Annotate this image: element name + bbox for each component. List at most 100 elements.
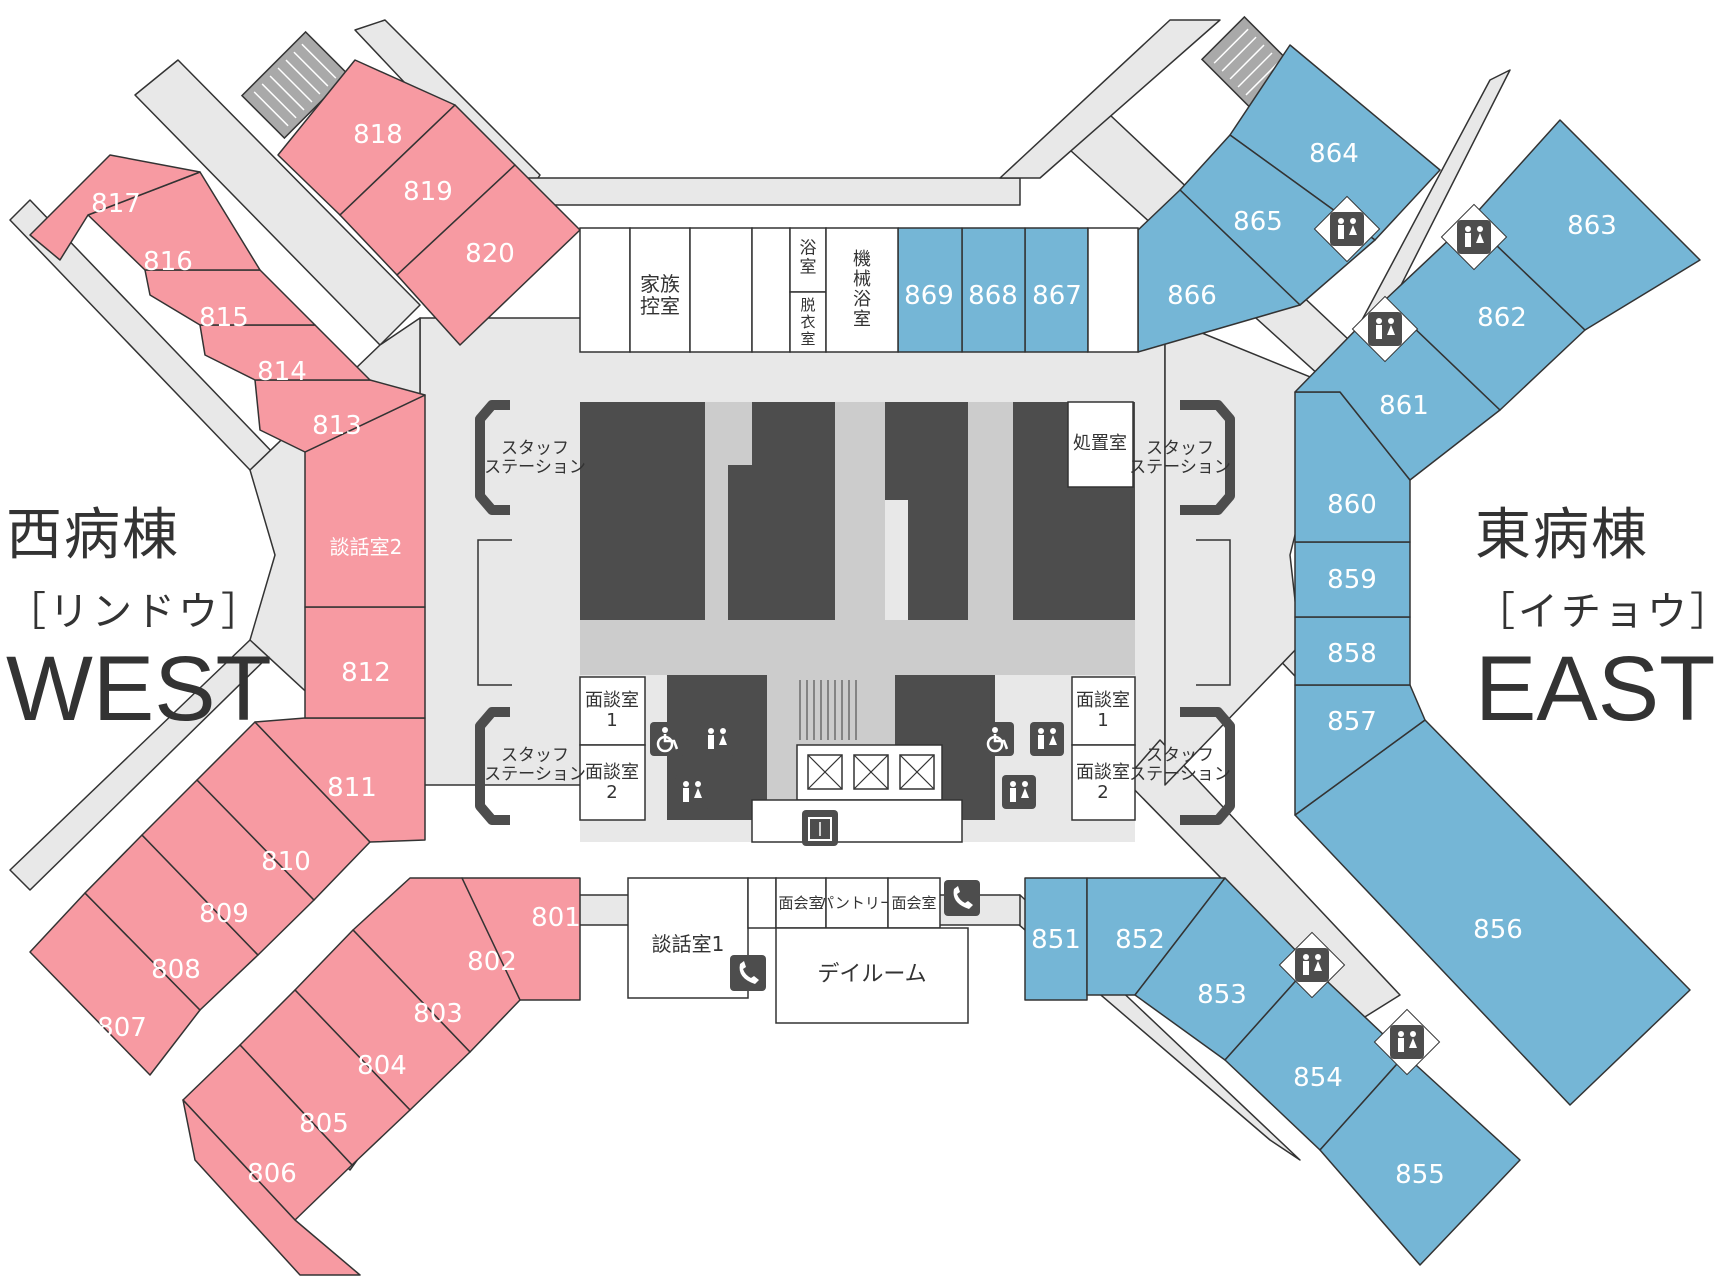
- restroom-icon-e865-bg: [1330, 212, 1364, 246]
- restroom-icon-west-2-man-body: [683, 788, 689, 802]
- core-light-3: [968, 402, 1013, 620]
- phone-icon-2-handset: [739, 961, 759, 984]
- room-808: 808: [84, 834, 259, 1011]
- west-wing-title: 西病棟 ［リンドウ］ WEST: [6, 490, 272, 735]
- room-819: 819: [339, 104, 516, 276]
- room-851-shape: [1024, 877, 1088, 1001]
- elevator-icon: [802, 810, 838, 846]
- lounge-1: [627, 877, 749, 999]
- restroom-icon-e865-woman-head: [1350, 218, 1356, 224]
- staff-station-label-se: スタッフステーション: [1129, 745, 1231, 784]
- restroom-icon-e862-man-head: [1465, 226, 1471, 232]
- room-854: 854: [1224, 964, 1406, 1151]
- restroom-icon-e865: [1330, 212, 1364, 246]
- east-stair-step: [1213, 28, 1249, 64]
- room-859-label: 859: [1327, 565, 1377, 595]
- restroom-icon-e861-woman-body: [1387, 325, 1395, 335]
- restroom-icon-e861-bg: [1368, 312, 1402, 346]
- room-865-label: 865: [1233, 207, 1283, 237]
- restroom-icon-e854-man-head: [1398, 1031, 1404, 1037]
- room-868-label: 868: [968, 281, 1018, 311]
- restroom-icon-west-1-woman-body: [719, 735, 727, 745]
- room-806: 806: [182, 1099, 361, 1276]
- interview-room-2-right: [1071, 744, 1136, 821]
- dayroom: [775, 927, 969, 1024]
- staff-station-outline-w: [477, 539, 512, 686]
- restroom-icon-e861-man-head: [1376, 318, 1382, 324]
- room-869-label: 869: [904, 281, 954, 311]
- staff-station-label-nw: スタッフステーション: [484, 438, 586, 477]
- room-853-label: 853: [1197, 980, 1247, 1010]
- staff-station-bracket-sw: [475, 707, 510, 825]
- east-wing-name-en: EAST: [1475, 638, 1716, 740]
- west-wing-name-ja: 西病棟: [6, 503, 180, 568]
- treatment-room-label: 処置室: [1073, 433, 1127, 454]
- room-811-label: 811: [327, 773, 377, 803]
- room-811: 811: [254, 717, 426, 843]
- room-806-label: 806: [247, 1159, 297, 1189]
- room-808-label: 808: [151, 955, 201, 985]
- restroom-icon-east-2: [1002, 775, 1036, 809]
- room-803-label: 803: [413, 999, 463, 1029]
- visiting-room-1-label: 面会室: [778, 894, 823, 912]
- restroom-icon-east-2-woman-head: [1022, 781, 1028, 787]
- room-814-label: 814: [257, 357, 307, 387]
- staff-station-bracket-nw: [475, 400, 510, 515]
- room-864: 864: [1229, 44, 1441, 241]
- elevator-cross: [853, 754, 889, 790]
- room-805-label: 805: [299, 1109, 349, 1139]
- restroom-icon-east-1: [1030, 722, 1064, 756]
- room-865: 865: [1179, 134, 1376, 306]
- restroom-icon-e861: [1368, 312, 1402, 346]
- wheelchair-icon-west-body: [663, 734, 679, 750]
- west-stair-step: [277, 67, 313, 103]
- north-room-bath: [789, 227, 827, 293]
- restroom-icon-e862-man-body: [1465, 233, 1471, 247]
- east-wing-name-ja: 東病棟: [1475, 503, 1649, 568]
- restroom-icon-e865-man-body: [1338, 225, 1344, 239]
- corridor-7: [999, 19, 1221, 179]
- restroom-icon-west-1-woman-head: [720, 728, 726, 734]
- wheelchair-icon-east: [980, 722, 1014, 756]
- west-stair-step: [261, 83, 297, 119]
- room-813: 813: [254, 379, 426, 453]
- room-806-shape: [182, 1099, 361, 1276]
- core-block-3: [885, 402, 990, 620]
- west-stair-step: [301, 43, 337, 79]
- room-854-label: 854: [1293, 1063, 1343, 1093]
- elevator-cross: [899, 754, 935, 790]
- room-813-label: 813: [312, 411, 362, 441]
- staff-station-bracket-se: [1180, 707, 1235, 825]
- west-stair: [240, 30, 350, 140]
- restroom-icon-e865-man-head: [1338, 218, 1344, 224]
- restroom-icon-e853-bg: [1295, 948, 1329, 982]
- restroom-icon-e854: [1390, 1025, 1424, 1059]
- room-804-label: 804: [357, 1051, 407, 1081]
- restroom-icon-east-1-man-body: [1038, 735, 1044, 749]
- east-stair-step: [1237, 52, 1273, 88]
- restroom-icon-west-2-woman-head: [695, 781, 701, 787]
- room-851: 851: [1024, 877, 1088, 1001]
- room-817: 817: [29, 154, 201, 261]
- room-863-shape: [1469, 119, 1701, 331]
- staff-station-label-ne: スタッフステーション: [1129, 438, 1231, 477]
- room-855: 855: [1319, 1054, 1521, 1266]
- room-820: 820: [396, 164, 581, 346]
- restroom-icon-e854-woman-body: [1409, 1038, 1417, 1048]
- north-room-dressing-label: 脱衣室: [800, 296, 815, 348]
- room-861-label: 861: [1379, 391, 1429, 421]
- room-857: 857: [1294, 684, 1426, 816]
- room-856-label: 856: [1473, 915, 1523, 945]
- north-room-dressing: [789, 291, 827, 353]
- east-stair-step: [1229, 44, 1265, 80]
- core-block-1: [580, 402, 705, 620]
- treatment-room: [1067, 401, 1134, 488]
- elevator-cross: [807, 754, 843, 790]
- restroom-icon-east-1-woman-body: [1049, 735, 1057, 745]
- restroom-icon-e854-man-body: [1398, 1038, 1404, 1052]
- elevator-lobby: [751, 799, 963, 843]
- restroom-icon-west-1-man-head: [708, 728, 714, 734]
- room-860-label: 860: [1327, 490, 1377, 520]
